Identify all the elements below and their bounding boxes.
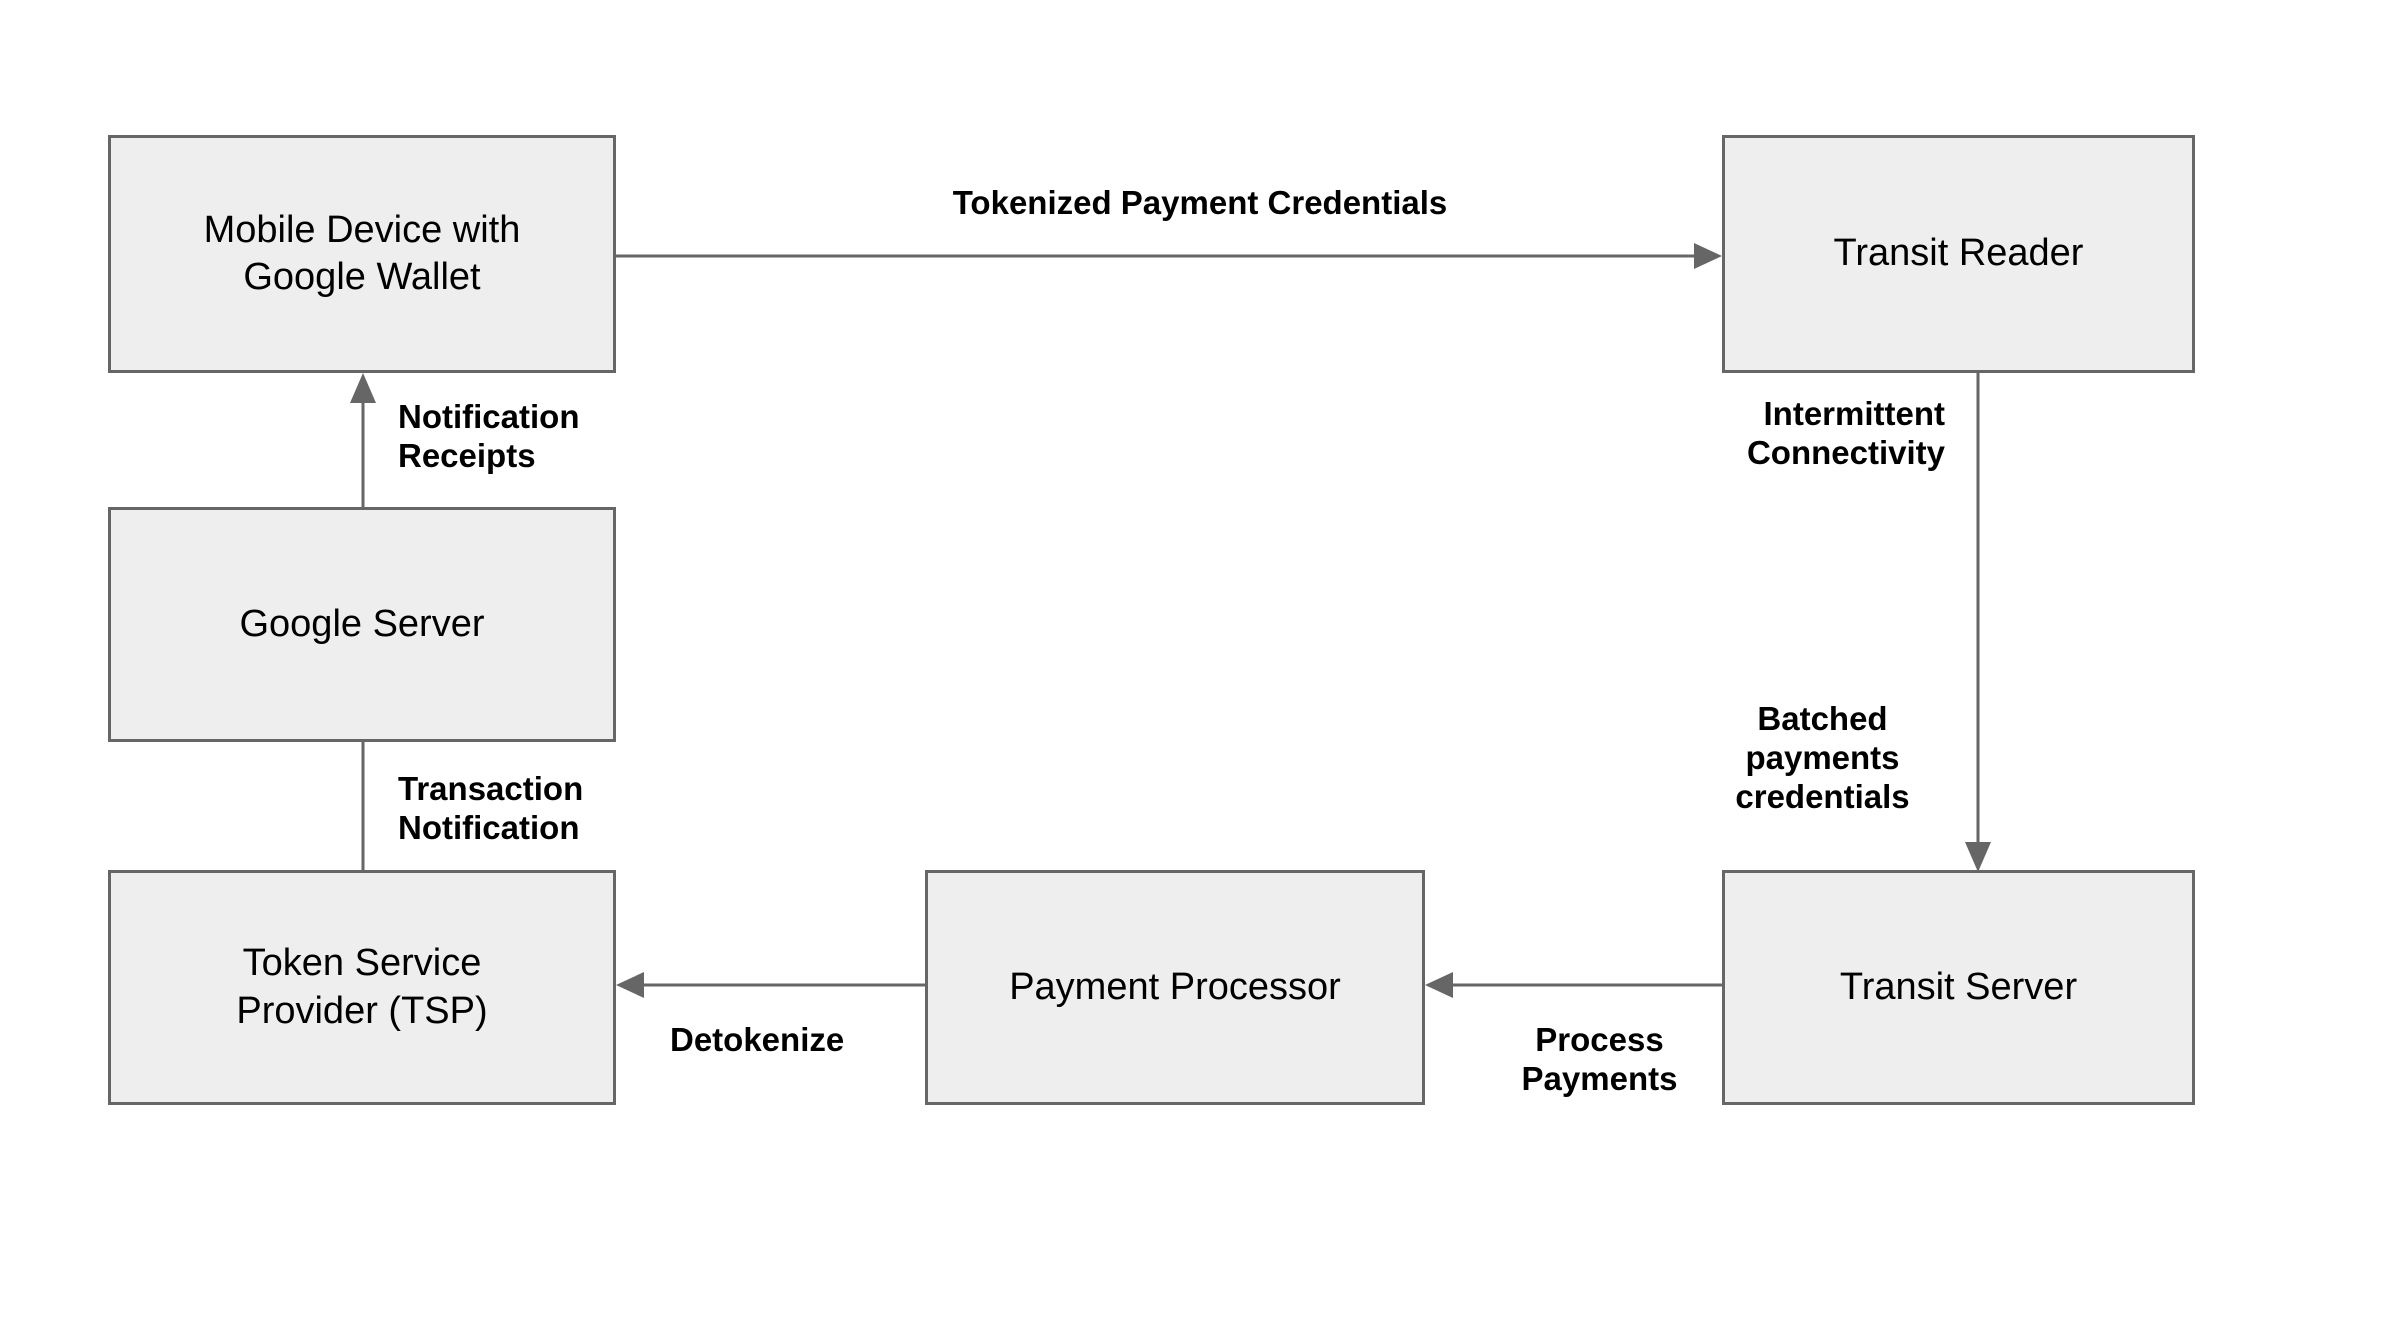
node-transit-server[interactable]: Transit Server xyxy=(1722,870,2195,1105)
edge-label-detokenize: Detokenize xyxy=(670,1021,845,1058)
edge-label-batched-payments-credentials: Batched payments credentials xyxy=(1735,700,1910,815)
node-transit-reader[interactable]: Transit Reader xyxy=(1722,135,2195,373)
edge-label-process-payments: Process Payments xyxy=(1521,1021,1678,1097)
node-token-service-provider[interactable]: Token Service Provider (TSP) xyxy=(108,870,616,1105)
edge-label-notification-receipts: Notification Receipts xyxy=(398,398,580,474)
edge-notification-receipts xyxy=(350,373,376,507)
node-payment-processor[interactable]: Payment Processor xyxy=(925,870,1425,1105)
edge-detokenize xyxy=(616,972,925,998)
edge-process-payments xyxy=(1425,972,1722,998)
edge-transit-reader-to-transit-server xyxy=(1965,373,1991,872)
edge-label-intermittent-connectivity: Intermittent Connectivity xyxy=(1746,395,1945,471)
edge-tokenized-payment-credentials xyxy=(616,243,1722,269)
node-mobile-device-with-google-wallet[interactable]: Mobile Device with Google Wallet xyxy=(108,135,616,373)
edge-label-tokenized-payment-credentials: Tokenized Payment Credentials xyxy=(952,184,1448,221)
node-google-server[interactable]: Google Server xyxy=(108,507,616,742)
edge-label-transaction-notification: Transaction Notification xyxy=(398,770,584,846)
